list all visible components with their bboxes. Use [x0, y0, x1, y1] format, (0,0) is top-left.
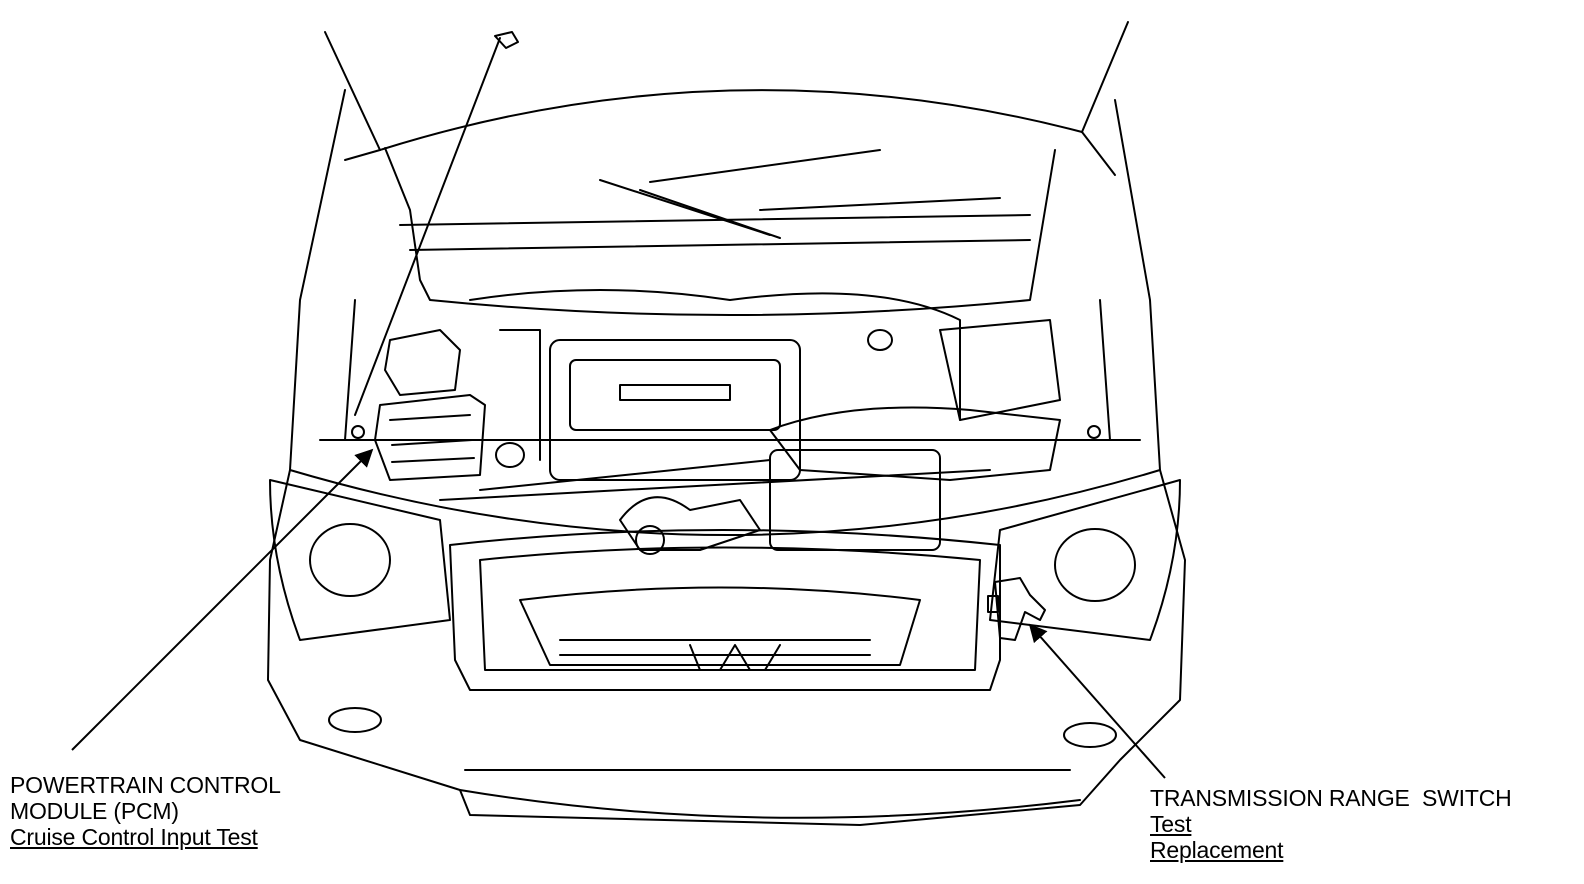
- trs-test-link[interactable]: Test: [1150, 811, 1192, 837]
- headlights: [269, 479, 1181, 641]
- pcm-module: [374, 394, 486, 481]
- trs-callout: TRANSMISSION RANGE SWITCH Test Replaceme…: [1150, 785, 1512, 863]
- trs-leader-line: [1028, 623, 1166, 779]
- fog-light-right: [1063, 722, 1117, 748]
- grille: [449, 529, 1001, 691]
- engine-block: [439, 289, 1061, 555]
- hood: [324, 21, 1129, 316]
- hood-prop-rod: [354, 37, 501, 416]
- reservoir: [351, 329, 1101, 439]
- pcm-leader-line: [71, 448, 374, 751]
- trs-title: TRANSMISSION RANGE SWITCH: [1150, 785, 1512, 811]
- fog-light-left: [328, 707, 382, 733]
- cruise-control-input-test-link[interactable]: Cruise Control Input Test: [10, 824, 258, 850]
- trs-replacement-link[interactable]: Replacement: [1150, 837, 1284, 863]
- pcm-title-line1: POWERTRAIN CONTROL: [10, 772, 281, 798]
- pcm-title-line2: MODULE (PCM): [10, 798, 179, 824]
- pcm-callout: POWERTRAIN CONTROL MODULE (PCM) Cruise C…: [10, 772, 281, 850]
- transmission-range-switch: [987, 577, 1046, 641]
